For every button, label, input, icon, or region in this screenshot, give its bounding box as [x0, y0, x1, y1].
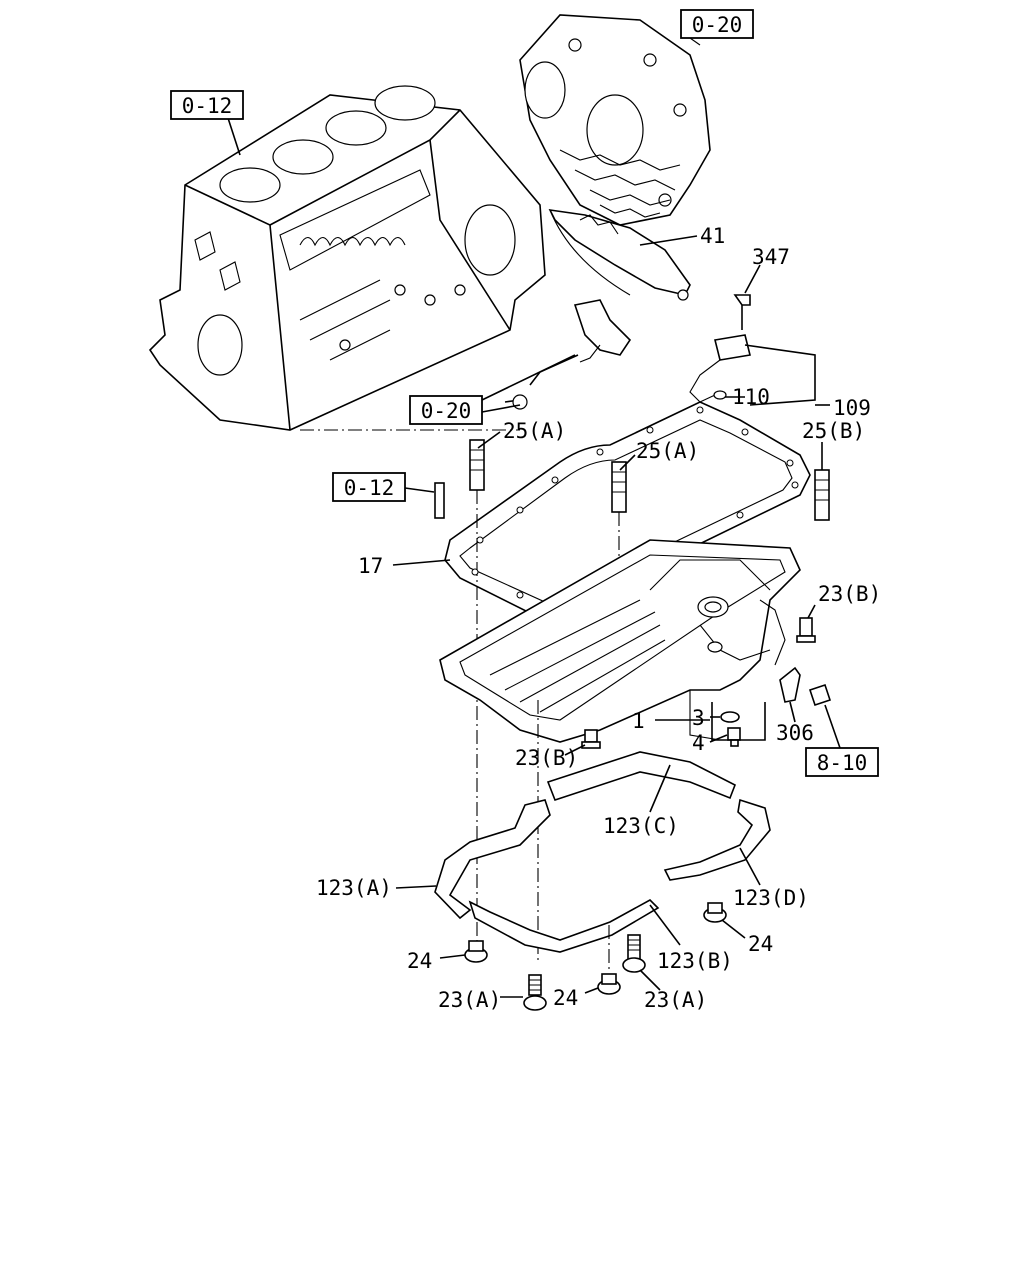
leader-24-left	[439, 954, 466, 959]
oil-pump	[504, 299, 632, 410]
leader-23b-right	[807, 604, 816, 619]
callout-23b-bottom: 23(B)	[515, 746, 578, 770]
leader-25a-left	[477, 431, 501, 449]
ref-box-0-20-mid[interactable]: 0-20	[409, 395, 483, 425]
callout-25b: 25(B)	[802, 419, 865, 443]
leader-0-20-mid-b	[481, 404, 521, 413]
callout-23a-left: 23(A)	[438, 988, 501, 1012]
ref-box-0-12-top[interactable]: 0-12	[170, 90, 244, 120]
nut-24-left	[464, 940, 488, 963]
leader-17	[392, 559, 451, 566]
callout-24-mid: 24	[553, 986, 578, 1010]
washer-3	[720, 711, 740, 723]
leader-0-20-mid-a	[481, 354, 576, 401]
callout-25a-mid: 25(A)	[636, 439, 699, 463]
ref-label: 0-20	[692, 13, 743, 37]
stiffener-123a	[434, 799, 551, 920]
leader-23a-right	[639, 969, 661, 991]
ref-label: 0-12	[344, 476, 395, 500]
ref-label: 8-10	[817, 751, 868, 775]
callout-1: 1	[632, 709, 645, 733]
bracket-1	[711, 702, 766, 741]
stiffener-123c	[546, 751, 737, 801]
ref-label: 0-12	[182, 94, 233, 118]
drain-plug-4	[727, 727, 741, 747]
cover-plate	[548, 208, 691, 301]
leader-0-20-top	[689, 37, 701, 46]
callout-306: 306	[776, 721, 814, 745]
flywheel-housing	[519, 14, 711, 226]
leader-24-right	[721, 919, 746, 939]
ref-box-0-20-top[interactable]: 0-20	[680, 9, 754, 39]
callout-24-left: 24	[407, 949, 432, 973]
callout-123d: 123(D)	[733, 886, 809, 910]
leader-347	[744, 264, 761, 294]
leader-25a-mid	[619, 454, 636, 471]
oil-switch-assembly	[689, 294, 816, 406]
callout-123c: 123(C)	[603, 814, 679, 838]
stud-25b	[814, 469, 830, 521]
callout-17: 17	[358, 554, 383, 578]
stud-25a-left	[469, 439, 485, 960]
bolt-23b-bottom	[581, 729, 601, 749]
leader-123b	[649, 904, 681, 946]
ref-box-0-12-mid[interactable]: 0-12	[332, 472, 406, 502]
leader-123d	[739, 847, 761, 886]
leader-4	[709, 734, 728, 743]
leader-123a	[395, 885, 437, 889]
stiffener-123b	[468, 899, 660, 953]
bolt-23b-right	[796, 617, 816, 643]
leader-24-mid	[584, 987, 599, 994]
callout-3: 3	[692, 706, 705, 730]
dowel-pin	[434, 482, 445, 519]
clip-306	[779, 666, 801, 703]
ref-label: 0-20	[421, 399, 472, 423]
leader-0-12-mid	[404, 487, 435, 493]
leader-123c	[649, 764, 671, 813]
leader-23b-bottom	[564, 744, 586, 756]
stiffener-123d	[663, 798, 771, 881]
callout-23b-right: 23(B)	[818, 582, 881, 606]
callout-25a-left: 25(A)	[503, 419, 566, 443]
nut-24-mid	[597, 973, 621, 995]
stud-25a-mid	[611, 461, 627, 590]
leader-8-10	[824, 704, 841, 749]
callout-347: 347	[752, 245, 790, 269]
callout-109: 109	[833, 396, 871, 420]
callout-24-right: 24	[748, 932, 773, 956]
clip-8-10	[808, 683, 832, 707]
bolt-23a-left	[523, 974, 547, 1011]
bolt-23a-right	[622, 934, 646, 973]
callout-4: 4	[692, 731, 705, 755]
engine-block	[148, 85, 546, 431]
leader-306	[789, 701, 796, 723]
oil-pan	[439, 539, 801, 743]
callout-123b: 123(B)	[657, 949, 733, 973]
callout-23a-right: 23(A)	[644, 988, 707, 1012]
leader-41	[639, 235, 698, 246]
callout-123a: 123(A)	[316, 876, 392, 900]
leader-0-12-top	[227, 117, 241, 156]
ref-box-8-10[interactable]: 8-10	[805, 747, 879, 777]
nut-24-right	[703, 902, 727, 923]
callout-110: 110	[732, 385, 770, 409]
callout-41: 41	[700, 224, 725, 248]
